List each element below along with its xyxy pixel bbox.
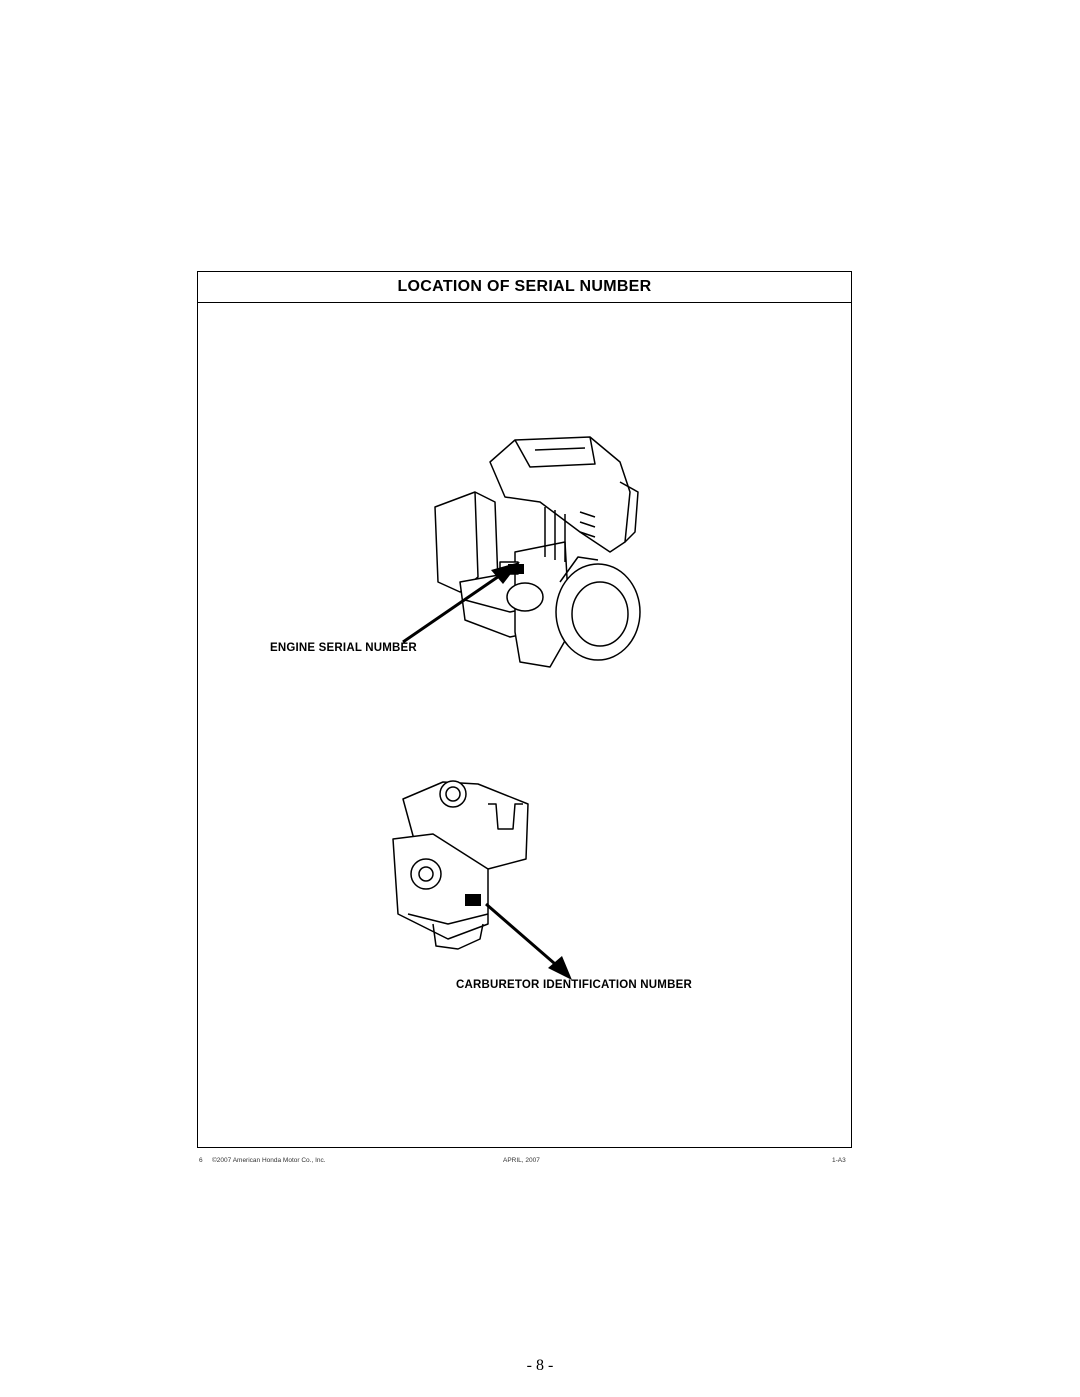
footer-section-code: 1-A3 — [832, 1157, 846, 1164]
carburetor-pointer-arrow — [485, 902, 572, 980]
carburetor-illustration — [392, 780, 529, 950]
footer-page-ref: 6 — [199, 1157, 203, 1164]
carburetor-id-label: CARBURETOR IDENTIFICATION NUMBER — [456, 979, 692, 991]
page-number: - 8 - — [526, 1357, 554, 1374]
engine-illustration — [434, 436, 641, 668]
footer-date: APRIL, 2007 — [503, 1157, 540, 1164]
engine-serial-label: ENGINE SERIAL NUMBER — [270, 642, 417, 654]
manual-page-frame: LOCATION OF SERIAL NUMBER — [197, 271, 852, 1148]
engine-pointer-arrow — [402, 562, 520, 644]
footer-copyright: ©2007 American Honda Motor Co., Inc. — [212, 1157, 326, 1164]
page-title: LOCATION OF SERIAL NUMBER — [198, 272, 851, 303]
